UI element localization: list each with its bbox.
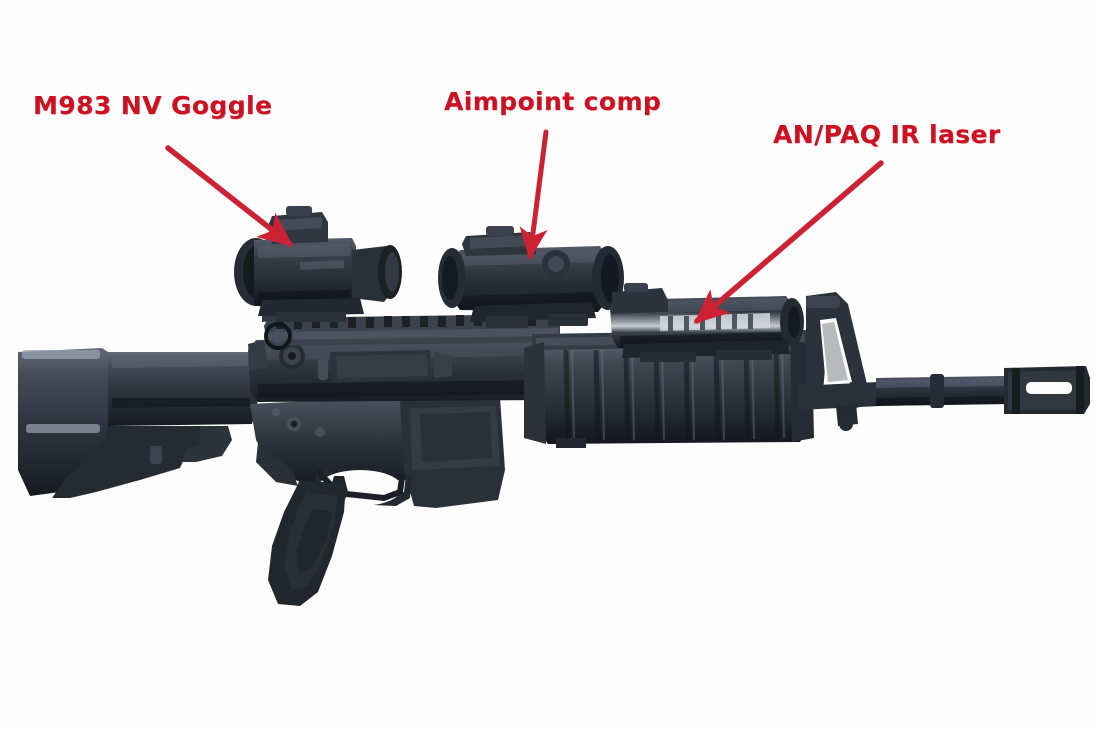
front-sight-post (798, 292, 880, 431)
nv-goggle-device (234, 206, 402, 322)
callout-label-ir-laser: AN/PAQ IR laser (773, 120, 1001, 149)
callout-label-nv-goggle: M983 NV Goggle (33, 91, 273, 120)
callout-label-aimpoint: Aimpoint comp (444, 87, 662, 116)
ir-laser-device (610, 283, 804, 362)
arrow-nv-goggle (165, 145, 294, 247)
upper-receiver (248, 336, 548, 402)
callout-arrows (165, 129, 884, 324)
barrel (876, 374, 1008, 408)
flash-hider (1004, 366, 1090, 414)
buttstock (18, 348, 258, 498)
lower-receiver (250, 398, 505, 606)
arrow-aimpoint (519, 129, 549, 260)
weapon-body (18, 206, 1090, 606)
arrow-ir-laser (693, 160, 884, 324)
